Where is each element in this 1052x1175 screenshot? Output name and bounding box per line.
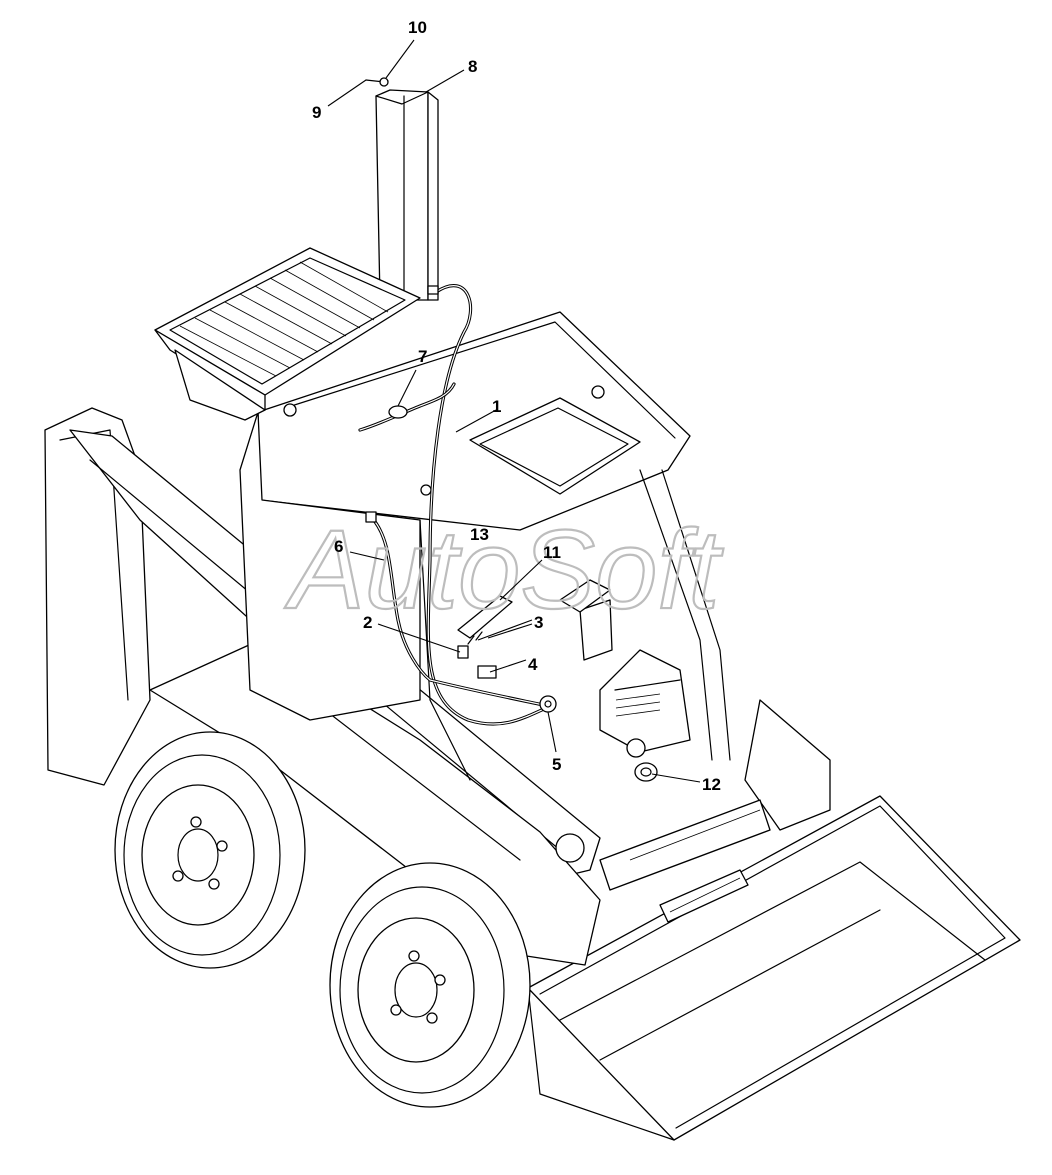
operator-cab [239,311,731,781]
front-wheel-left [114,731,306,969]
harness-7 [358,382,456,432]
callout-13: 13 [470,525,489,544]
callout-labels: 1 2 3 4 5 6 7 8 9 10 11 12 13 [312,18,721,794]
callout-1: 1 [492,397,501,416]
callout-2: 2 [363,613,372,632]
radiator-grille [154,247,421,421]
callout-10: 10 [408,18,427,37]
front-wheel-right [329,862,531,1108]
rops-pillar [375,89,439,301]
washer-10 [379,77,389,87]
terminals-3 [467,631,483,645]
watermark: AutoSoft [284,507,724,632]
callout-4: 4 [528,655,538,674]
harness-6 [365,511,550,708]
callout-3: 3 [534,613,543,632]
loader-bucket [527,795,1021,1141]
grommet-12 [634,762,658,782]
leader-lines [327,39,701,783]
callout-9: 9 [312,103,321,122]
callout-11: 11 [543,543,561,562]
callout-5: 5 [552,755,561,774]
callout-12: 12 [702,775,721,794]
callout-8: 8 [468,57,477,76]
wiring-harness-1 [426,284,548,726]
callout-6: 6 [334,537,343,556]
callout-7: 7 [418,347,427,366]
connector-4 [477,665,497,679]
grommet-5 [539,695,557,713]
bracket-11 [457,595,513,639]
relay-2 [457,645,469,659]
engine-controls [559,579,691,758]
